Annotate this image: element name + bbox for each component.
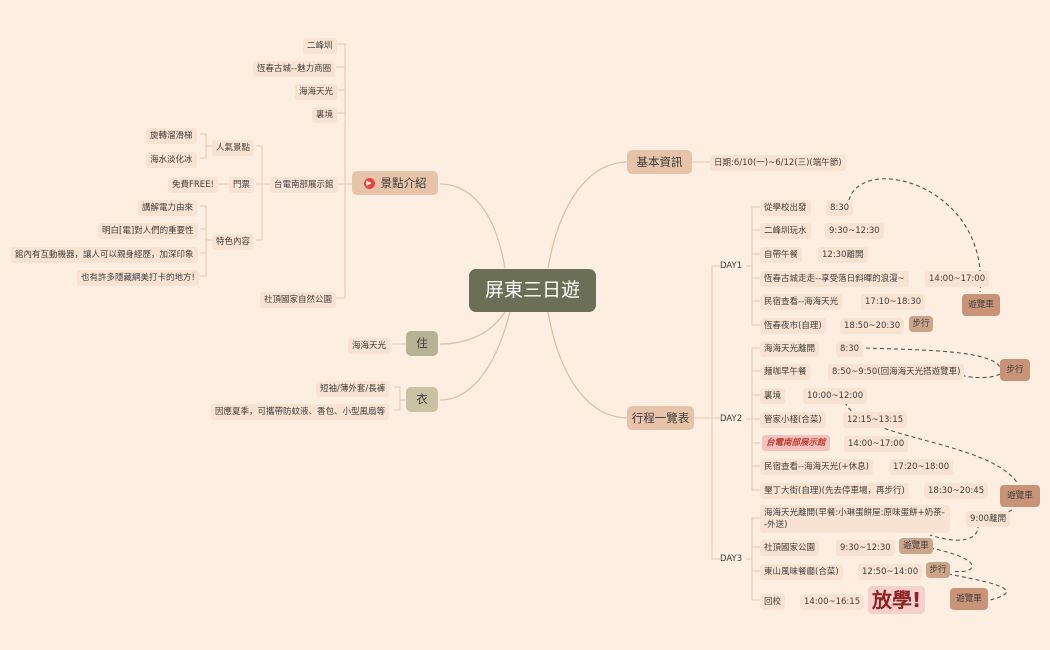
popular-item[interactable]: 旋轉溜滑梯 xyxy=(146,128,197,144)
spot-park[interactable]: 社頂國家自然公園 xyxy=(260,292,337,308)
day1-item[interactable]: 恆春夜市(自理) xyxy=(760,318,826,334)
day2-time[interactable]: 18:30~20:45 xyxy=(924,483,989,499)
bus-tag-day2[interactable]: 遊覽車 xyxy=(1000,485,1040,507)
day2-item[interactable]: 海海天光離開 xyxy=(760,341,820,357)
day2-time[interactable]: 8:50~9:50(回海海天光搭遊覽車) xyxy=(828,364,965,380)
day1-label[interactable]: DAY1 xyxy=(720,261,743,271)
spot-item[interactable]: 恆春古城--魅力商圈 xyxy=(253,61,336,77)
day2-label[interactable]: DAY2 xyxy=(720,414,743,424)
feature-item[interactable]: 也有許多隱藏網美打卡的地方! xyxy=(77,270,199,286)
day3-item[interactable]: 海海天光離開(早餐:小琳蛋餅屋:原味蛋餅+奶茶--外送) xyxy=(760,505,950,533)
day3-time[interactable]: 12:50~14:00 xyxy=(858,564,923,580)
topic-stay[interactable]: 住 xyxy=(406,331,438,356)
day3-time[interactable]: 14:00~16:15 xyxy=(800,594,865,610)
stay-item[interactable]: 海海天光 xyxy=(348,338,391,354)
day3-time[interactable]: 9:30~12:30 xyxy=(836,540,895,556)
bus-tag-day3[interactable]: 遊覽車 xyxy=(950,588,988,610)
walk-tag[interactable]: 步行 xyxy=(909,316,933,332)
day3-item[interactable]: 社頂國家公園 xyxy=(760,540,820,556)
day1-time[interactable]: 12:30離開 xyxy=(818,247,868,263)
day1-time[interactable]: 8:30 xyxy=(826,200,854,216)
spot-item[interactable]: 二峰圳 xyxy=(303,38,337,54)
day1-time[interactable]: 9:30~12:30 xyxy=(825,223,884,239)
day2-time[interactable]: 17:20~18:00 xyxy=(889,459,954,475)
day3-item[interactable]: 東山風味餐廳(合菜) xyxy=(760,564,843,580)
spot-item[interactable]: 裏境 xyxy=(312,107,338,123)
bus-tag[interactable]: 遊覽車 xyxy=(899,538,933,554)
features-node[interactable]: 特色內容 xyxy=(212,234,255,250)
wear-item[interactable]: 短袖/薄外套/長褲 xyxy=(316,381,390,397)
day2-item-highlight[interactable]: 台電南部展示館 xyxy=(762,435,830,451)
feature-item[interactable]: 明白[電]對人們的重要性 xyxy=(98,223,198,239)
wear-item[interactable]: 因應夏季，可攜帶防蚊液、香包、小型風扇等 xyxy=(211,404,390,420)
topic-basic-info[interactable]: 基本資訊 xyxy=(627,150,692,174)
ticket-item[interactable]: 免費FREE! xyxy=(168,177,218,193)
day1-item[interactable]: 二峰圳玩水 xyxy=(760,223,811,239)
day2-item[interactable]: 麵咖早午餐 xyxy=(760,364,811,380)
topic-spots-label: 景點介紹 xyxy=(380,176,427,190)
day2-item[interactable]: 裏境 xyxy=(760,388,786,404)
museum-node[interactable]: 台電南部展示館 xyxy=(270,177,338,193)
day1-item[interactable]: 自帶午餐 xyxy=(760,247,803,263)
bus-tag-day1[interactable]: 遊覽車 xyxy=(962,294,1000,316)
day2-item[interactable]: 管家小棧(合菜) xyxy=(760,412,826,428)
finale-badge[interactable]: 放學! xyxy=(868,586,926,614)
ticket-node[interactable]: 門票 xyxy=(229,177,255,193)
flag-icon: ▶ xyxy=(363,178,375,189)
popular-node[interactable]: 人氣景點 xyxy=(212,140,255,156)
day1-time[interactable]: 18:50~20:30 xyxy=(840,318,905,334)
day1-item[interactable]: 民宿查看--海海天光 xyxy=(760,294,843,310)
topic-wear[interactable]: 衣 xyxy=(406,387,438,412)
basic-date[interactable]: 日期:6/10(一)~6/12(三)(端午節) xyxy=(710,155,846,171)
spot-item[interactable]: 海海天光 xyxy=(295,84,338,100)
day2-time[interactable]: 10:00~12:00 xyxy=(803,388,868,404)
day3-label[interactable]: DAY3 xyxy=(720,554,743,564)
popular-item[interactable]: 海水淡化冰 xyxy=(146,152,197,168)
day2-time[interactable]: 8:30 xyxy=(836,341,864,357)
walk-tag-day2[interactable]: 步行 xyxy=(1000,359,1030,381)
day2-item[interactable]: 墾丁大街(自理)(先去停車場，再步行) xyxy=(760,483,909,499)
day1-time[interactable]: 17:10~18:30 xyxy=(861,294,926,310)
day2-time[interactable]: 14:00~17:00 xyxy=(844,436,909,452)
feature-item[interactable]: 館內有互動機器，讓人可以親身經歷，加深印象 xyxy=(11,247,198,263)
feature-item[interactable]: 講解電力由來 xyxy=(138,200,198,216)
day3-time[interactable]: 9:00離開 xyxy=(966,511,1011,527)
day3-item[interactable]: 回校 xyxy=(760,594,786,610)
day1-time[interactable]: 14:00~17:00 xyxy=(925,271,990,287)
walk-tag[interactable]: 步行 xyxy=(926,562,950,578)
topic-itinerary[interactable]: 行程一覽表 xyxy=(627,406,694,430)
day2-time[interactable]: 12:15~13:15 xyxy=(843,412,908,428)
day2-item[interactable]: 民宿查看--海海天光(+休息) xyxy=(760,459,873,475)
day1-item[interactable]: 從學校出發 xyxy=(760,200,811,216)
topic-spots[interactable]: ▶ 景點介紹 xyxy=(352,171,438,195)
root-topic[interactable]: 屏東三日遊 xyxy=(469,269,596,312)
day1-item[interactable]: 恆春古城走走--享受落日斜暉的浪漫~ xyxy=(760,271,909,287)
